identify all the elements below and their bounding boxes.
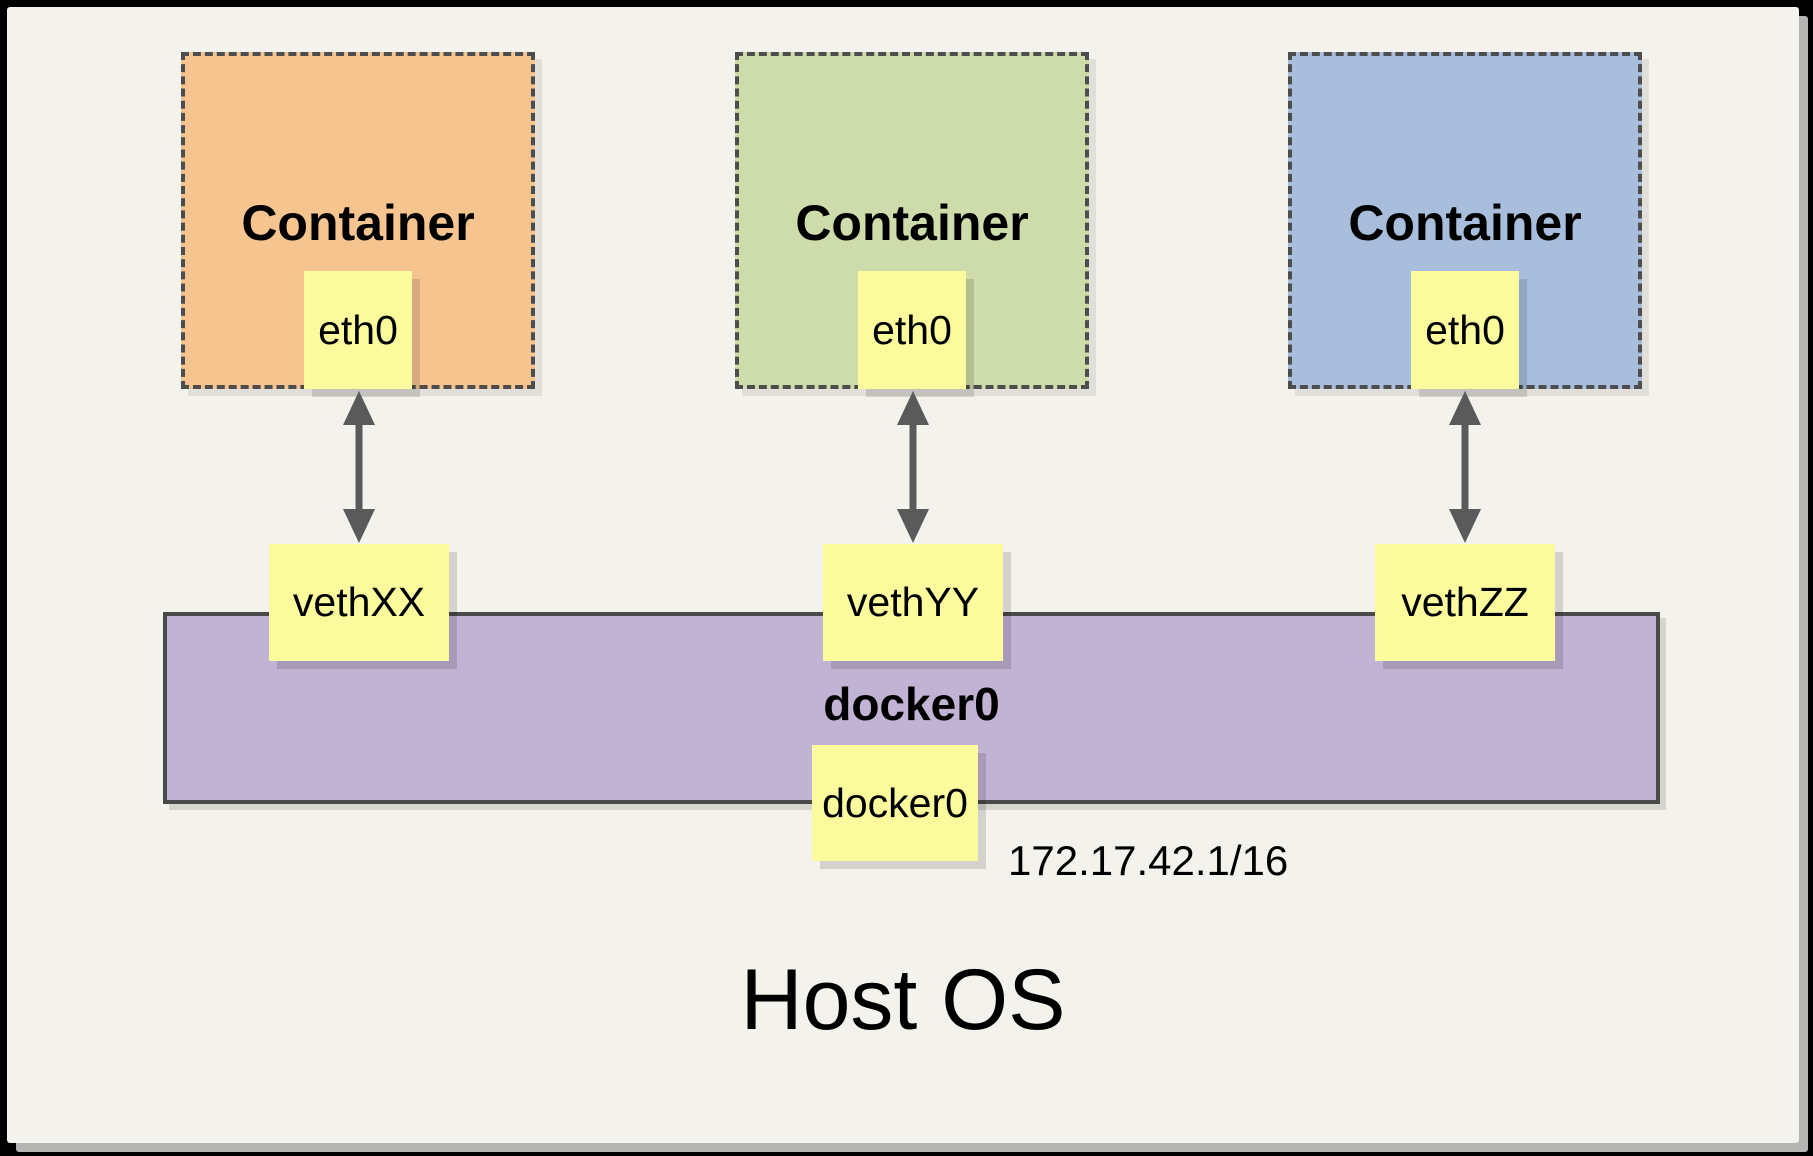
veth-connection-arrow-3: [1449, 391, 1481, 543]
host-os-panel: Container eth0 Container eth0 Container …: [7, 7, 1799, 1143]
container-box-2: Container eth0: [735, 52, 1089, 389]
container-box-3: Container eth0: [1288, 52, 1642, 389]
vethxx-note: vethXX: [269, 544, 449, 661]
container-3-eth0-note: eth0: [1411, 271, 1519, 389]
vethzz-note: vethZZ: [1375, 544, 1555, 661]
container-1-eth0-note: eth0: [304, 271, 412, 389]
container-3-label: Container: [1348, 195, 1582, 251]
container-2-eth0-note: eth0: [858, 271, 966, 389]
veth-connection-arrow-2: [897, 391, 929, 543]
container-1-label: Container: [241, 195, 475, 251]
container-2-label: Container: [795, 195, 1029, 251]
bridge-ip-address: 172.17.42.1/16: [1008, 837, 1289, 884]
docker0-bridge-label: docker0: [823, 678, 1000, 730]
vethyy-note: vethYY: [823, 544, 1003, 661]
container-box-1: Container eth0: [181, 52, 535, 389]
host-os-label: Host OS: [740, 952, 1066, 1048]
veth-connection-arrow-1: [343, 391, 375, 543]
docker0-interface-note: docker0: [812, 745, 978, 861]
